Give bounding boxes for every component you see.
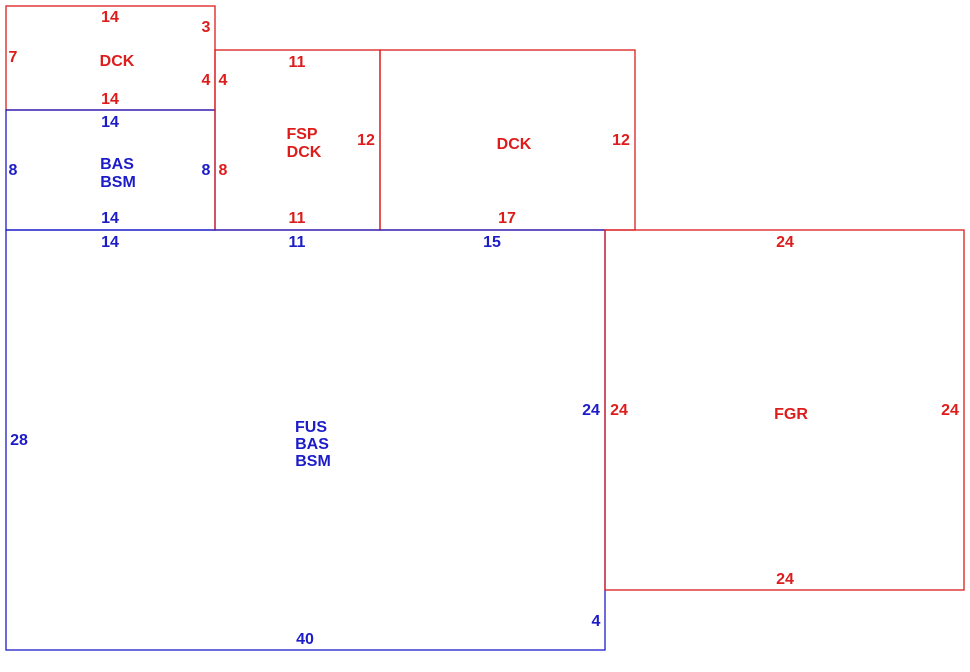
section-label: DCK [100,53,135,70]
dimension-label: 4 [202,72,211,89]
dimension-label: 28 [10,432,28,449]
dimension-label: 15 [483,234,501,251]
dimension-label: 8 [9,162,18,179]
section-label: DCK [287,144,322,161]
dimension-label: 14 [101,9,119,26]
section-outline [604,229,965,591]
section-bas-bsm-left: BAS BSM 14 8 8 14 [5,109,216,231]
dimension-label: 11 [289,210,306,227]
section-label: BSM [295,453,331,470]
dimension-label: 3 [202,19,211,36]
dimension-label: 12 [357,132,375,149]
dimension-label: 8 [219,162,228,179]
section-fgr: FGR 24 24 24 24 [604,229,965,591]
dimension-label: 12 [612,132,630,149]
section-label: FUS [295,419,327,436]
dimension-label: 14 [101,234,119,251]
section-dck-right: DCK 12 17 [379,49,636,231]
dimension-label: 7 [9,49,18,66]
section-label: DCK [497,136,532,153]
section-label: FGR [774,406,808,423]
dimension-label: 11 [289,54,306,71]
dimension-label: 4 [219,72,228,89]
dimension-label: 24 [582,402,600,419]
section-label: FSP [286,126,317,143]
section-label: BAS [100,156,134,173]
dimension-label: 24 [941,402,959,419]
dimension-label: 24 [776,571,794,588]
dimension-label: 14 [101,210,119,227]
section-label: BAS [295,436,329,453]
dimension-label: 8 [202,162,211,179]
section-fus-bas-bsm: FUS BAS BSM 14 11 15 28 24 4 40 [5,229,606,651]
section-dck-top-left: DCK 14 3 7 4 14 [5,5,216,111]
section-label: BSM [100,174,136,191]
dimension-label: 11 [289,234,306,251]
dimension-label: 24 [776,234,794,251]
dimension-label: 17 [498,210,516,227]
dimension-label: 40 [296,631,314,648]
dimension-label: 4 [592,613,601,630]
dimension-label: 24 [610,402,628,419]
dimension-label: 14 [101,114,119,131]
dimension-label: 14 [101,91,119,108]
section-fsp-dck: FSP DCK 11 4 8 12 11 [214,49,381,231]
